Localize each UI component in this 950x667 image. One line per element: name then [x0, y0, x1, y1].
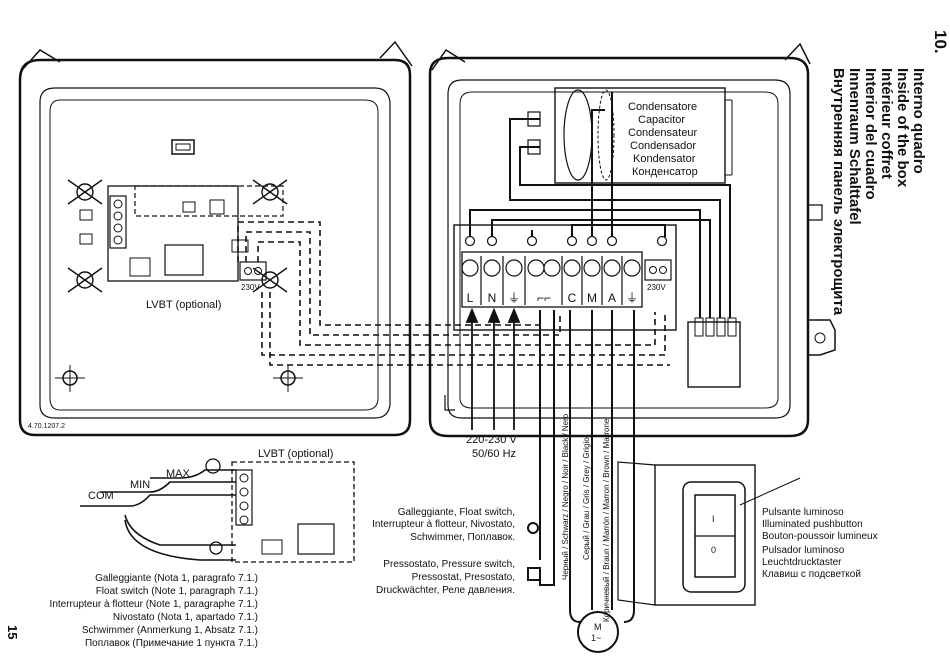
motor-label-m: M [594, 622, 602, 632]
lvbt-inset-label: LVBT (optional) [258, 448, 333, 460]
terminal-labels: L N ⏚ ⌐⌐ C M A ⏚ [467, 291, 638, 305]
switch-wires [527, 310, 555, 586]
terminal-A: A [608, 291, 616, 305]
pushbutton-line-4: Pulsador luminoso [762, 545, 845, 556]
level-com: COM [88, 490, 114, 502]
pressure-switch-line-2: Pressostat, Presostato, [412, 572, 515, 583]
terminal-screws [464, 235, 668, 247]
pushbutton-label: Pulsante luminoso Illuminated pushbutton… [762, 507, 878, 580]
title-line-2: Inside of the box [894, 68, 911, 188]
title-line-4: Interior del cuadro [862, 68, 879, 200]
page-number: 15 [5, 625, 20, 639]
pushbutton-line-2: Illuminated pushbutton [762, 519, 863, 530]
right-box [428, 42, 836, 438]
terminal-230v-label: 230V [647, 283, 666, 292]
wire-label-brown: Коричневый / Braun / Marrón / Marron / B… [602, 418, 611, 622]
lvbt-230v-label: 230V [241, 283, 260, 292]
title-line-5: Innenraum Schalttafel [846, 68, 863, 225]
wire-label-grey: Серый / Grau / Gris / Grey / Grigio [582, 437, 591, 560]
lvbt-inset [80, 458, 355, 563]
pushbutton-inset [617, 461, 801, 606]
float-note-line-6: Поплавок (Примечание 1 пункта 7.1.) [85, 638, 258, 649]
supply-frequency: 50/60 Hz [472, 448, 516, 460]
title-block: 10. Interno quadro Inside of the box Int… [830, 30, 950, 316]
float-switch-line-2: Interrupteur à flotteur, Nivostato, [372, 519, 515, 530]
terminal-M: M [587, 291, 597, 305]
pushbutton-line-1: Pulsante luminoso [762, 507, 844, 518]
capacitor-labels: Condensatore Capacitor Condensateur Cond… [628, 101, 698, 178]
lvbt-dashed-cable [237, 221, 670, 366]
motor-cable [569, 310, 635, 653]
capacitor-label-6: Конденсатор [632, 166, 698, 178]
pushbutton-line-6: Клавиш с подсветкой [762, 569, 861, 580]
supply-voltage: 220-230 V [466, 434, 517, 446]
capacitor-label-4: Condensador [630, 140, 696, 152]
title-line-3: Intérieur coffret [878, 68, 895, 179]
float-switch-line-1: Galleggiante, Float switch, [398, 507, 515, 518]
motor-label-phase: 1~ [591, 633, 601, 643]
float-switch-line-3: Schwimmer, Поплавок. [410, 532, 515, 543]
switch-mark-on: I [712, 514, 715, 524]
capacitor-label-2: Capacitor [638, 114, 685, 126]
wire-label-black: Черный / Schwarz / Negro / Noir / Black … [561, 413, 570, 580]
capacitor-label-3: Condensateur [628, 127, 697, 139]
terminal-clamps [461, 256, 641, 305]
capacitor-label-5: Kondensator [633, 153, 696, 165]
level-max: MAX [166, 468, 191, 480]
pressure-switch-line-3: Druckwächter, Реле давления. [376, 585, 515, 596]
terminal-switch: ⌐⌐ [537, 291, 551, 305]
lvbt-label: LVBT (optional) [146, 299, 221, 311]
float-note-line-5: Schwimmer (Anmerkung 1, Absatz 7.1.) [82, 625, 258, 636]
float-switch-label: Galleggiante, Float switch, Interrupteur… [372, 507, 515, 543]
terminal-L: L [467, 291, 474, 305]
float-note-line-2: Float switch (Note 1, paragraph 7.1.) [96, 586, 258, 597]
terminal-ground-1: ⏚ [508, 291, 520, 305]
title-number: 10. [931, 30, 950, 54]
pressure-switch-line-1: Pressostato, Pressure switch, [383, 559, 515, 570]
capacitor-label-1: Condensatore [628, 101, 697, 113]
float-note-line-3: Interrupteur à flotteur (Note 1, paragra… [50, 599, 258, 610]
level-labels: MAX MIN COM [88, 468, 191, 502]
float-note-line-1: Galleggiante (Nota 1, paragrafo 7.1.) [95, 573, 258, 584]
title-line-6: Внутренняя панель электрощита [830, 68, 847, 316]
pressure-switch-label: Pressostato, Pressure switch, Pressostat… [376, 559, 515, 596]
figure-code: 4.70.1207.2 [28, 423, 65, 430]
switch-mark-off: 0 [711, 545, 716, 555]
level-min: MIN [130, 479, 150, 491]
terminal-ground-2: ⏚ [626, 291, 638, 305]
title-line-1: Interno quadro [910, 68, 927, 174]
supply-arrows [465, 307, 521, 430]
terminal-C: C [568, 291, 577, 305]
float-note-line-4: Nivostato (Nota 1, apartado 7.1.) [113, 612, 258, 623]
pushbutton-line-3: Bouton-poussoir lumineux [762, 531, 878, 542]
left-box [18, 40, 413, 437]
pushbutton-line-5: Leuchtdrucktaster [762, 557, 842, 568]
internal-wires [469, 92, 731, 318]
float-note: Galleggiante (Nota 1, paragrafo 7.1.) Fl… [50, 573, 258, 649]
terminal-N: N [488, 291, 497, 305]
wire-labels: Черный / Schwarz / Negro / Noir / Black … [561, 413, 611, 622]
